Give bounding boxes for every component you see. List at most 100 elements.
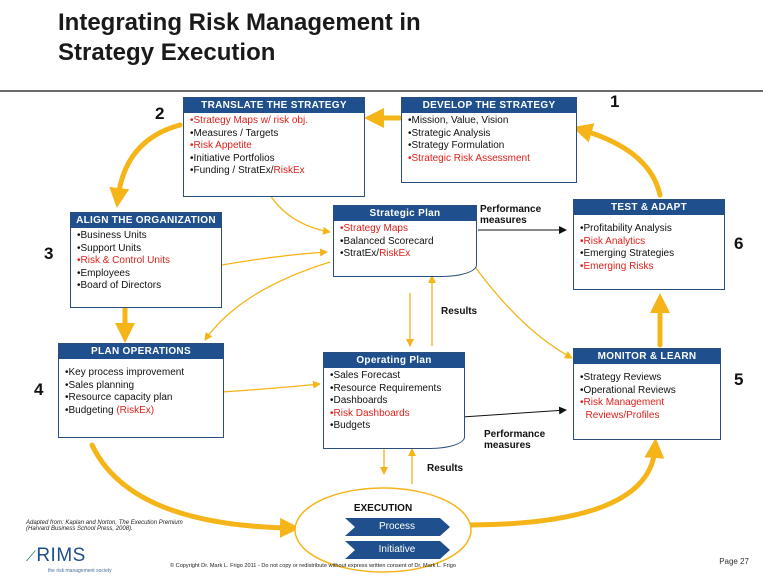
copyright-notice: © Copyright Dr. Mark L. Frigo 2011 - Do … bbox=[170, 563, 456, 569]
monitor-learn-box: MONITOR & LEARN •Strategy Reviews •Opera… bbox=[573, 348, 721, 440]
operating-plan-list: •Sales Forecast •Resource Requirements •… bbox=[324, 368, 464, 433]
arrow-execution-to-monitor bbox=[462, 438, 665, 528]
align-organization-list: •Business Units •Support Units •Risk & C… bbox=[71, 228, 221, 293]
plan-operations-list: •Key process improvement •Sales planning… bbox=[59, 359, 223, 417]
list-item: •Risk Analytics bbox=[580, 235, 646, 247]
develop-strategy-header: DEVELOP THE STRATEGY bbox=[402, 98, 576, 113]
list-item: •Resource Requirements bbox=[330, 382, 442, 394]
list-item: •Emerging Strategies bbox=[580, 248, 675, 259]
funding-riskex: RiskEx bbox=[273, 165, 305, 176]
list-item: •Board of Directors bbox=[77, 280, 162, 291]
plan-operations-header: PLAN OPERATIONS bbox=[59, 344, 223, 359]
perf-arrow-operating-to-monitor bbox=[461, 406, 567, 418]
performance-measures-label-bottom: Performance measures bbox=[484, 429, 545, 451]
initiative-chevron bbox=[345, 541, 450, 559]
connector-align-to-strategic bbox=[221, 248, 328, 266]
title-divider bbox=[0, 90, 763, 92]
budgeting-riskex: (RiskEx) bbox=[116, 404, 155, 416]
translate-strategy-header: TRANSLATE THE STRATEGY bbox=[184, 98, 364, 113]
rims-logo: ⟋RIMS bbox=[26, 545, 86, 567]
plan-operations-box: PLAN OPERATIONS •Key process improvement… bbox=[58, 343, 224, 438]
stratex-riskex: RiskEx bbox=[379, 248, 411, 259]
operating-plan-box: Operating Plan •Sales Forecast •Resource… bbox=[323, 352, 465, 449]
list-item: •Profitability Analysis bbox=[580, 223, 672, 234]
list-item: •Sales planning bbox=[65, 379, 135, 391]
connector-strategic-to-plan bbox=[204, 261, 331, 341]
list-item: •Risk Management bbox=[580, 397, 665, 408]
develop-strategy-list: •Mission, Value, Vision •Strategic Analy… bbox=[402, 113, 576, 165]
list-item: •Business Units bbox=[77, 230, 147, 241]
process-label: Process bbox=[378, 521, 416, 532]
list-item: •Strategic Analysis bbox=[408, 127, 491, 139]
list-item: •Balanced Scorecard bbox=[340, 235, 434, 247]
performance-label: Performance bbox=[480, 204, 542, 215]
results-label-top: Results bbox=[441, 306, 478, 317]
adapted-line-2: (Harvard Business School Press, 2008). bbox=[26, 526, 133, 532]
measures-label: measures bbox=[480, 215, 527, 226]
title-line-1: Integrating Risk Management in bbox=[58, 9, 421, 36]
arrow-translate-to-align bbox=[109, 122, 183, 208]
translate-strategy-list: •Strategy Maps w/ risk obj. •Measures / … bbox=[184, 113, 364, 178]
translate-strategy-box: TRANSLATE THE STRATEGY •Strategy Maps w/… bbox=[183, 97, 365, 197]
list-item: •Budgeting (RiskEx) bbox=[65, 405, 223, 418]
step-number-4: 4 bbox=[34, 380, 44, 399]
stratex-prefix: •StratEx/ bbox=[340, 248, 380, 259]
strategic-plan-list: •Strategy Maps •Balanced Scorecard •Stra… bbox=[334, 221, 476, 261]
list-item: •Mission, Value, Vision bbox=[408, 115, 509, 126]
list-item: •Dashboards bbox=[330, 395, 388, 406]
connector-plan-to-operating bbox=[221, 380, 321, 393]
list-item: •Resource capacity plan bbox=[65, 392, 173, 403]
list-item: •Risk & Control Units bbox=[77, 255, 170, 266]
strategic-plan-box: Strategic Plan •Strategy Maps •Balanced … bbox=[333, 205, 477, 277]
list-item: •Budgets bbox=[330, 420, 371, 431]
adapted-source-note: Adapted from: Kaplan and Norton, The Exe… bbox=[26, 520, 183, 532]
connector-translate-to-strategic bbox=[269, 194, 331, 235]
align-organization-header: ALIGN THE ORGANIZATION bbox=[71, 213, 221, 228]
adapted-line-1: Adapted from: Kaplan and Norton, The Exe… bbox=[26, 520, 183, 526]
list-item: •Sales Forecast bbox=[330, 370, 401, 381]
list-item: •Strategy Reviews bbox=[580, 372, 662, 383]
align-organization-box: ALIGN THE ORGANIZATION •Business Units •… bbox=[70, 212, 222, 308]
performance-label: Performance bbox=[484, 429, 546, 440]
list-item: •Key process improvement bbox=[65, 367, 185, 378]
funding-prefix: •Funding / StratEx/ bbox=[190, 165, 274, 176]
arrow-plan-to-execution bbox=[89, 442, 300, 538]
step-number-5: 5 bbox=[734, 370, 744, 389]
list-item: •Strategic Risk Assessment bbox=[408, 152, 530, 164]
arrow-test-to-develop bbox=[572, 123, 663, 198]
operating-plan-header: Operating Plan bbox=[324, 353, 464, 368]
test-adapt-list: •Profitability Analysis •Risk Analytics … bbox=[574, 215, 724, 273]
list-item: •Strategy Formulation bbox=[408, 140, 505, 151]
step-number-1: 1 bbox=[610, 92, 620, 111]
connector-strategic-to-monitor bbox=[469, 259, 573, 359]
step-number-6: 6 bbox=[734, 234, 744, 253]
results-label-bottom: Results bbox=[427, 463, 464, 474]
budgeting-prefix: •Budgeting bbox=[65, 404, 117, 416]
step-number-3: 3 bbox=[44, 244, 54, 263]
list-item: •Support Units bbox=[77, 242, 142, 254]
monitor-learn-list: •Strategy Reviews •Operational Reviews •… bbox=[574, 364, 720, 422]
rims-logo-text: RIMS bbox=[36, 545, 86, 566]
page-number: Page 27 bbox=[719, 557, 749, 566]
test-adapt-header: TEST & ADAPT bbox=[574, 200, 724, 215]
rims-tagline: the risk management society bbox=[48, 568, 112, 574]
execution-title: EXECUTION bbox=[353, 503, 413, 514]
list-item: •Operational Reviews bbox=[580, 384, 676, 396]
monitor-learn-header: MONITOR & LEARN bbox=[574, 349, 720, 364]
measures-label: measures bbox=[484, 440, 531, 451]
list-item: Reviews/Profiles bbox=[580, 409, 660, 421]
list-item: •Initiative Portfolios bbox=[190, 152, 275, 164]
step-number-2: 2 bbox=[155, 104, 165, 123]
list-item: •Risk Dashboards bbox=[330, 407, 410, 419]
page-title: Integrating Risk Management in Strategy … bbox=[58, 8, 421, 68]
list-item: •Strategy Maps bbox=[340, 223, 408, 234]
list-item: •Employees bbox=[77, 267, 130, 279]
list-item: •Measures / Targets bbox=[190, 127, 279, 139]
list-item: •Strategy Maps w/ risk obj. bbox=[190, 115, 308, 126]
rims-mark-icon: ⟋ bbox=[26, 548, 37, 564]
list-item: •Funding / StratEx/RiskEx bbox=[190, 165, 364, 178]
list-item: •StratEx/RiskEx bbox=[340, 248, 476, 261]
initiative-label: Initiative bbox=[378, 544, 416, 555]
list-item: •Emerging Risks bbox=[580, 260, 654, 272]
title-line-2: Strategy Execution bbox=[58, 39, 276, 66]
